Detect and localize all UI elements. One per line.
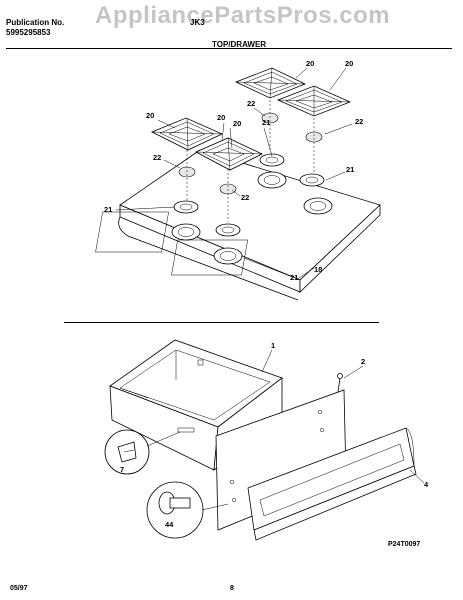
top-leader-lines xyxy=(115,67,353,281)
footer-page-number: 8 xyxy=(230,585,234,592)
publication-number: 5995295853 xyxy=(6,28,51,37)
callout-22-d: 22 xyxy=(241,193,249,202)
diagram-code: P24T0097 xyxy=(388,541,421,548)
callout-18: 18 xyxy=(314,265,322,274)
top-callouts: 20 20 20 20 20 22 22 22 22 21 21 21 21 1… xyxy=(104,59,363,282)
drawer-callouts: 1 2 4 7 44 xyxy=(120,341,429,529)
callout-21-b: 21 xyxy=(346,165,354,174)
cooktop-panel xyxy=(95,149,381,301)
roller-detail xyxy=(146,481,229,539)
drawer-front xyxy=(247,427,417,541)
callout-22-b: 22 xyxy=(355,117,363,126)
callout-1: 1 xyxy=(271,341,275,350)
callout-4: 4 xyxy=(424,480,429,489)
section-divider xyxy=(64,322,379,323)
callout-20-a: 20 xyxy=(146,111,154,120)
footer-date: 05/97 xyxy=(10,585,28,592)
drawer-leader-lines xyxy=(261,349,425,484)
callout-21-d: 21 xyxy=(290,273,298,282)
callout-7: 7 xyxy=(120,465,124,474)
callout-20-c: 20 xyxy=(233,119,241,128)
grates xyxy=(151,67,352,171)
callout-22-a: 22 xyxy=(247,99,255,108)
watermark: AppliancePartsPros.com xyxy=(95,2,391,29)
burner-bases xyxy=(171,171,333,265)
header-rule xyxy=(6,48,452,49)
screw xyxy=(337,373,343,393)
model-code: JK3 xyxy=(190,18,205,27)
burner-caps xyxy=(178,100,323,222)
callout-44: 44 xyxy=(165,520,174,529)
publication-label: Publication No. xyxy=(6,18,65,27)
callout-22-c: 22 xyxy=(153,153,161,162)
callout-20-b: 20 xyxy=(217,113,225,122)
clip-detail xyxy=(104,429,181,475)
callout-20-d: 20 xyxy=(306,59,314,68)
callout-2: 2 xyxy=(361,357,365,366)
callout-20-e: 20 xyxy=(345,59,353,68)
callout-21-c: 21 xyxy=(104,205,112,214)
callout-21-a: 21 xyxy=(262,118,270,127)
burner-rings xyxy=(173,153,325,237)
section-title: TOP/DRAWER xyxy=(212,40,267,49)
